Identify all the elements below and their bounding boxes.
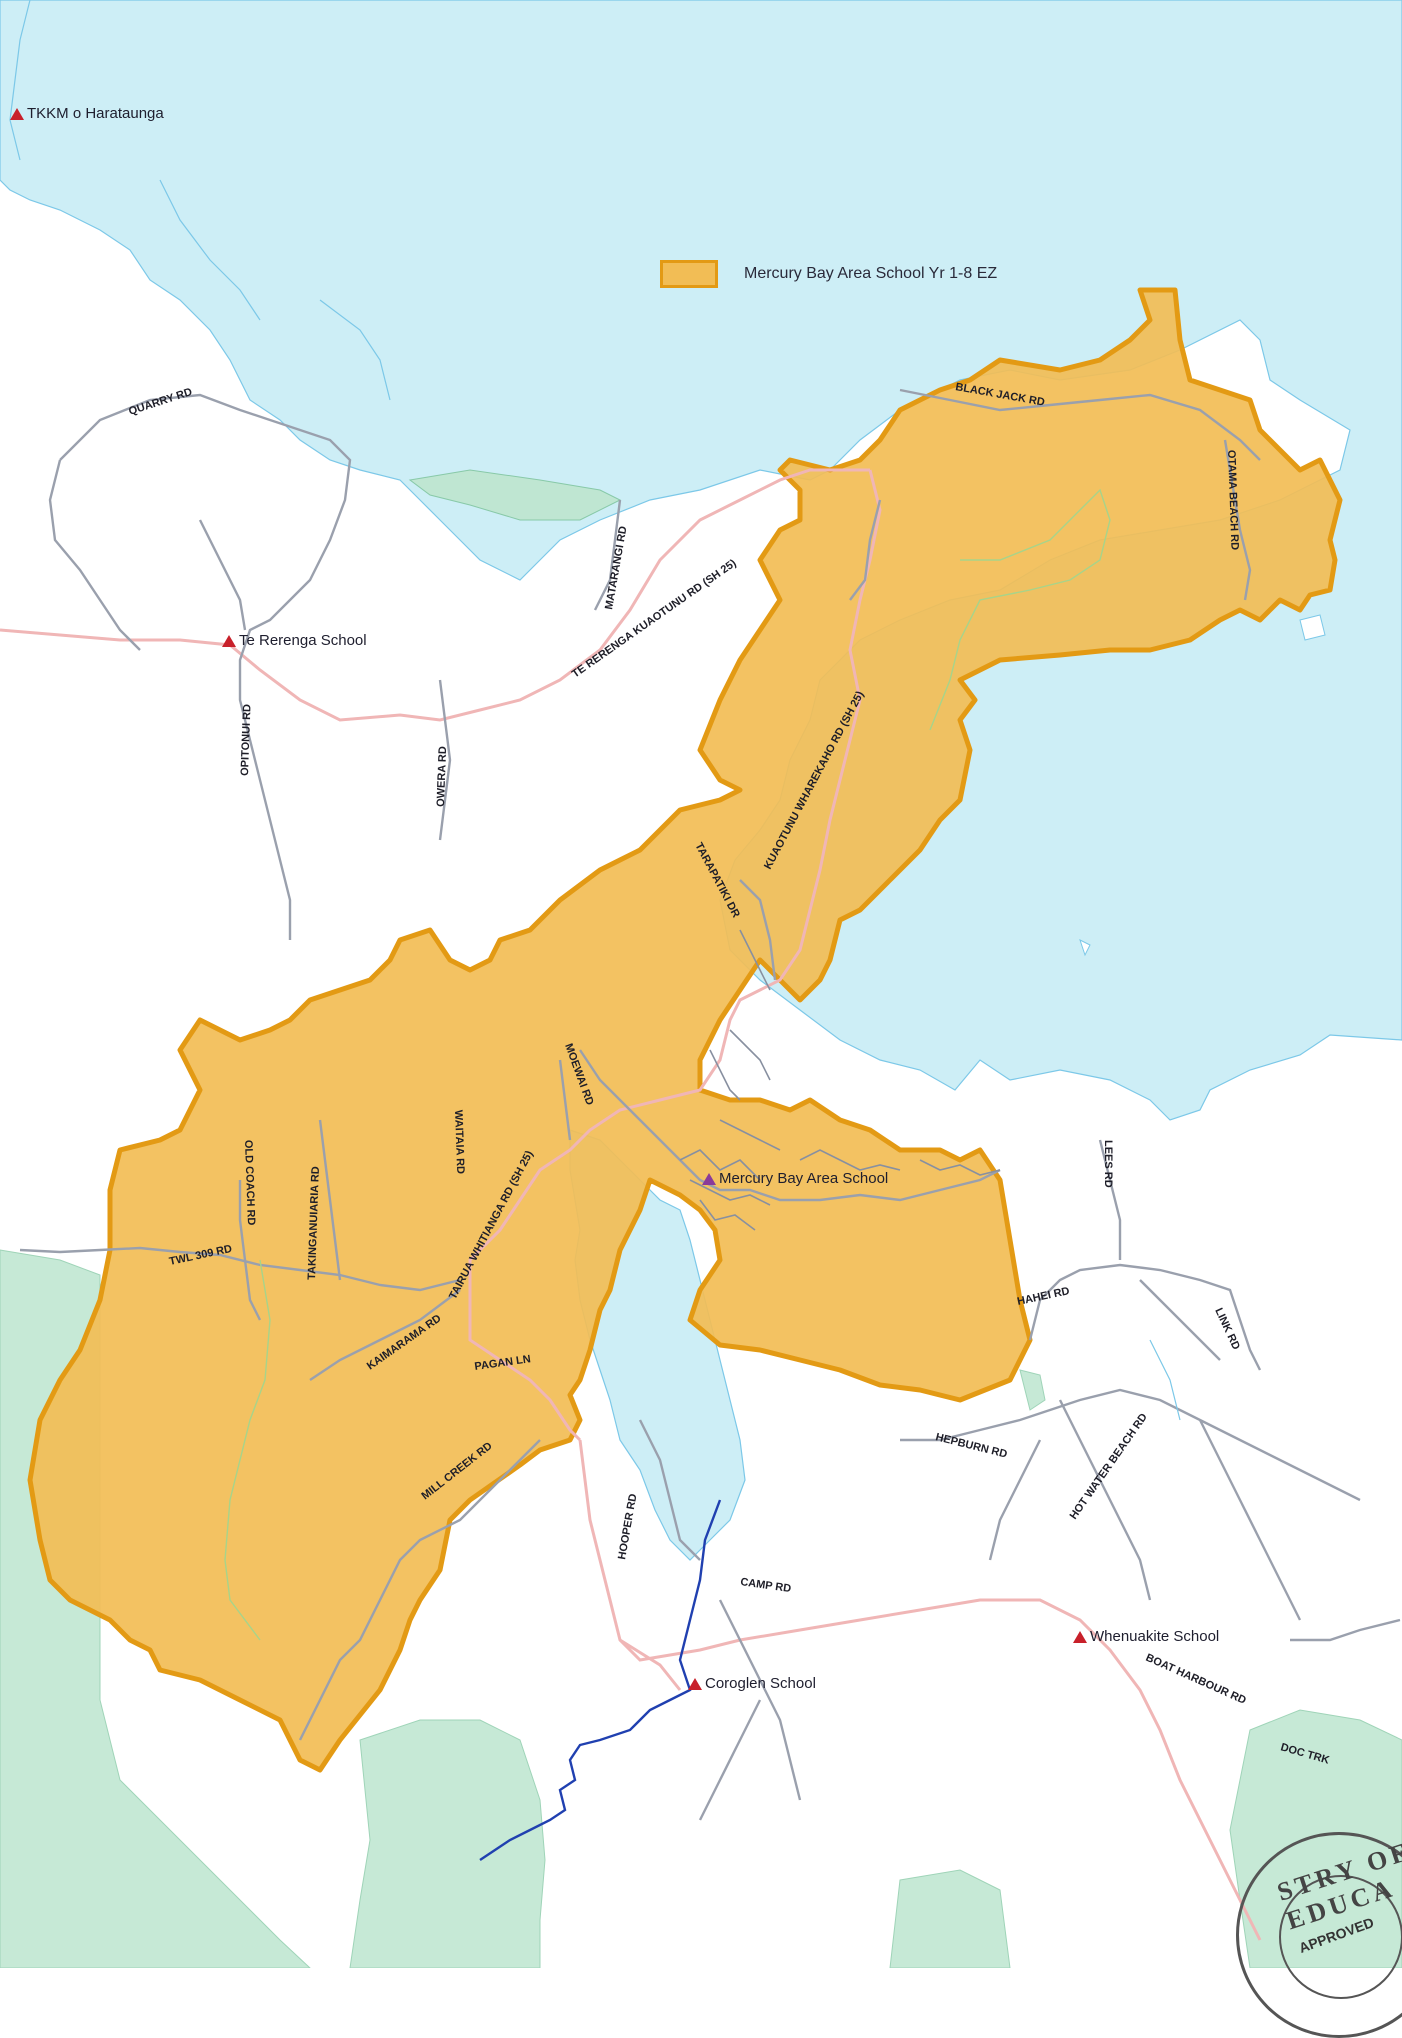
island (1299, 614, 1326, 641)
school-label: Whenuakite School (1090, 1628, 1220, 1645)
road-label: OLD COACH RD (242, 1140, 257, 1226)
island (1079, 939, 1091, 957)
school-marker-tkkm: TKKM o Harataunga (10, 105, 164, 122)
matarangi-spit (408, 469, 622, 521)
school-marker-whenuakite: Whenuakite School (1073, 1628, 1219, 1645)
school-label: Mercury Bay Area School (719, 1170, 889, 1187)
road-label: OWERA RD (435, 746, 449, 807)
road-label: WAITAIA RD (452, 1110, 466, 1175)
school-triangle-icon (688, 1677, 702, 1690)
map-legend: Mercury Bay Area School Yr 1-8 EZ (660, 260, 997, 288)
school-triangle-icon (702, 1172, 716, 1185)
school-label: Te Rerenga School (239, 632, 367, 649)
forest-tracks (224, 488, 1111, 1641)
school-marker-te-rerenga: Te Rerenga School (222, 632, 367, 649)
road-label: OTAMA BEACH RD (1225, 450, 1240, 551)
road-label: TAKINGANUIARIA RD (306, 1166, 322, 1280)
road-label: LEES RD (1102, 1140, 1114, 1188)
road-label: OPITONUI RD (239, 704, 254, 776)
minor-roads (19, 388, 1401, 1821)
forest-south-centre (889, 1869, 1011, 1968)
whitianga-streets (679, 929, 1001, 1231)
school-marker-coroglen: Coroglen School (688, 1675, 816, 1692)
school-label: Coroglen School (705, 1675, 816, 1692)
school-label: TKKM o Harataunga (27, 105, 164, 122)
forest-south (349, 1719, 546, 1968)
school-triangle-icon (1073, 1630, 1087, 1643)
legend-swatch (660, 260, 718, 288)
enrolment-zone-area (27, 287, 1343, 1773)
school-marker-mercury-bay: Mercury Bay Area School (702, 1170, 888, 1187)
forest-strip (1019, 1369, 1046, 1411)
enrolment-zone-map: QUARRY RD BLACK JACK RD MATARANGI RD OTA… (0, 0, 1402, 1968)
school-triangle-icon (222, 634, 236, 647)
streams (9, 0, 1181, 1421)
state-highway-25 (0, 468, 1262, 1941)
school-triangle-icon (10, 107, 24, 120)
legend-label: Mercury Bay Area School Yr 1-8 EZ (744, 265, 998, 282)
river (479, 1499, 722, 1861)
